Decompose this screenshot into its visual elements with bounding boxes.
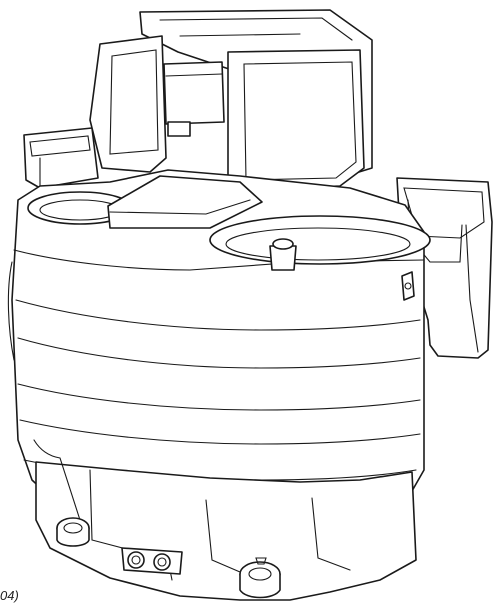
left-basin: [28, 192, 132, 224]
right-basin: [210, 216, 430, 270]
figure-caption: 04): [0, 588, 19, 603]
foot-pedal-center: [122, 548, 182, 574]
foot-pedal-left: [57, 518, 89, 546]
center-counter: [108, 176, 262, 228]
soap-dispenser: [164, 62, 224, 136]
right-mirror-panel: [228, 50, 364, 190]
foot-pedal-right: [240, 558, 280, 598]
left-side-shelf: [24, 128, 98, 188]
latch: [402, 272, 414, 300]
left-mirror-panel: [90, 36, 166, 172]
